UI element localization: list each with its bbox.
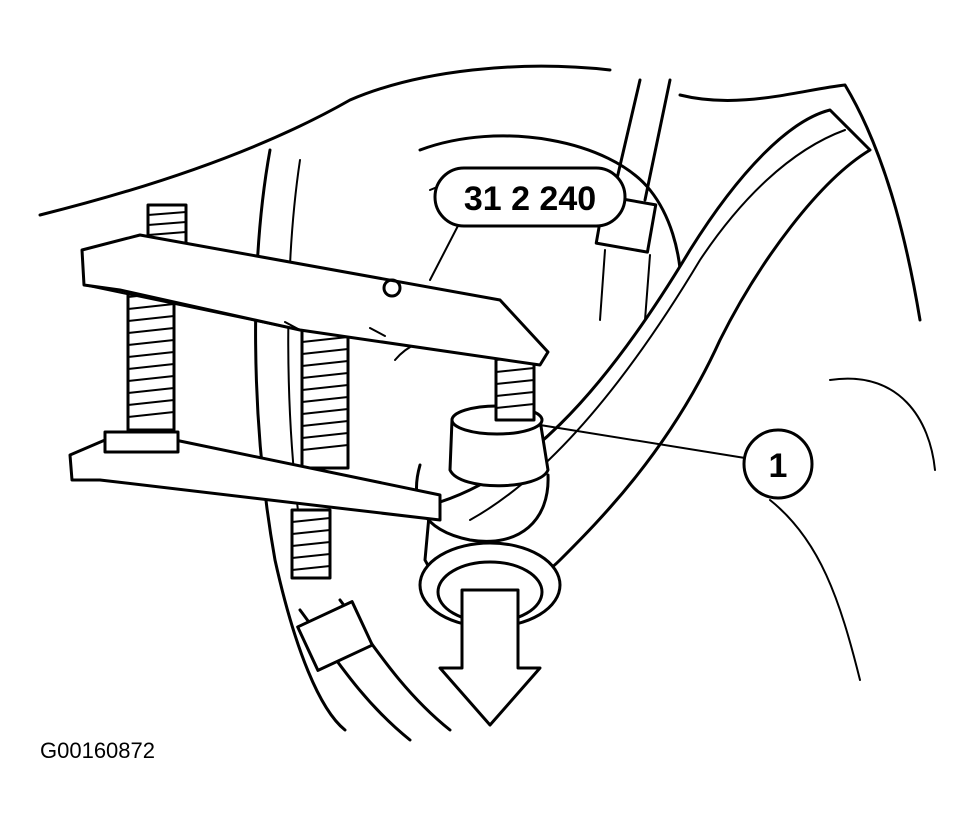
- item-number-label: 1: [769, 447, 788, 485]
- tool-upper-crossbar: [80, 233, 550, 367]
- tool-lower-crossbar: [68, 430, 442, 522]
- brake-hose: [296, 598, 452, 742]
- item-leader-line: [539, 424, 746, 459]
- figure-code: G00160872: [40, 738, 155, 763]
- tool-number-label: 31 2 240: [464, 180, 596, 218]
- item-callout: 1: [742, 428, 814, 500]
- wheel-housing: [38, 64, 936, 732]
- threaded-rods: [126, 203, 536, 580]
- arrow-down-icon: [438, 588, 542, 727]
- tool-leader-line: [429, 217, 463, 281]
- tool-callout: 31 2 240: [433, 166, 627, 228]
